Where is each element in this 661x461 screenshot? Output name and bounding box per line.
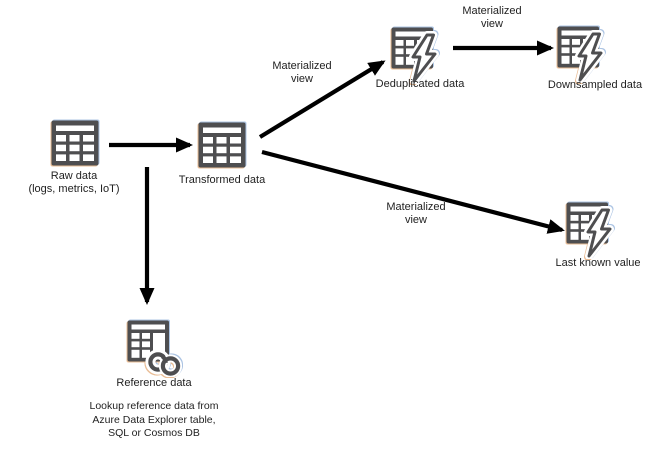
raw-data-subtitle: (logs, metrics, IoT) xyxy=(28,183,120,195)
materialized-view-table-icon xyxy=(557,26,605,83)
deduplicated-data-node xyxy=(390,26,446,84)
note-line: Azure Data Explorer table, xyxy=(92,413,216,426)
materialized-view-table-icon xyxy=(566,202,614,259)
table-icon xyxy=(51,120,99,166)
reference-data-note: Lookup reference data from Azure Data Ex… xyxy=(64,400,244,441)
edge-label-materialized-view-3: Materialized view xyxy=(386,201,446,226)
note-line: SQL or Cosmos DB xyxy=(108,427,200,439)
deduplicated-data-label: Deduplicated data xyxy=(375,78,465,90)
raw-data-node xyxy=(50,119,100,167)
edge-label-materialized-view-1: Materialized view xyxy=(272,60,332,85)
downsampled-data-label: Downsampled data xyxy=(547,79,643,91)
arrow-transformed-to-deduplicated xyxy=(258,60,386,139)
materialized-view-table-icon xyxy=(391,27,439,84)
reference-data-label: Reference data xyxy=(116,377,192,389)
downsampled-data-node xyxy=(556,25,612,83)
last-known-value-label: Last known value xyxy=(555,257,641,269)
last-known-value-node xyxy=(565,201,621,259)
raw-data-label: Raw data (logs, metrics, IoT) xyxy=(8,170,140,196)
arrow-transformed-to-last-known xyxy=(261,149,565,234)
edge-label-materialized-view-2: Materialized view xyxy=(462,5,522,30)
raw-data-title: Raw data xyxy=(50,170,98,182)
table-icon xyxy=(198,122,246,168)
reference-data-node xyxy=(126,319,182,377)
transformed-data-label: Transformed data xyxy=(178,174,266,186)
transformed-data-node xyxy=(197,121,247,169)
note-line: Lookup reference data from xyxy=(89,400,219,412)
lookup-table-icon xyxy=(127,320,182,377)
